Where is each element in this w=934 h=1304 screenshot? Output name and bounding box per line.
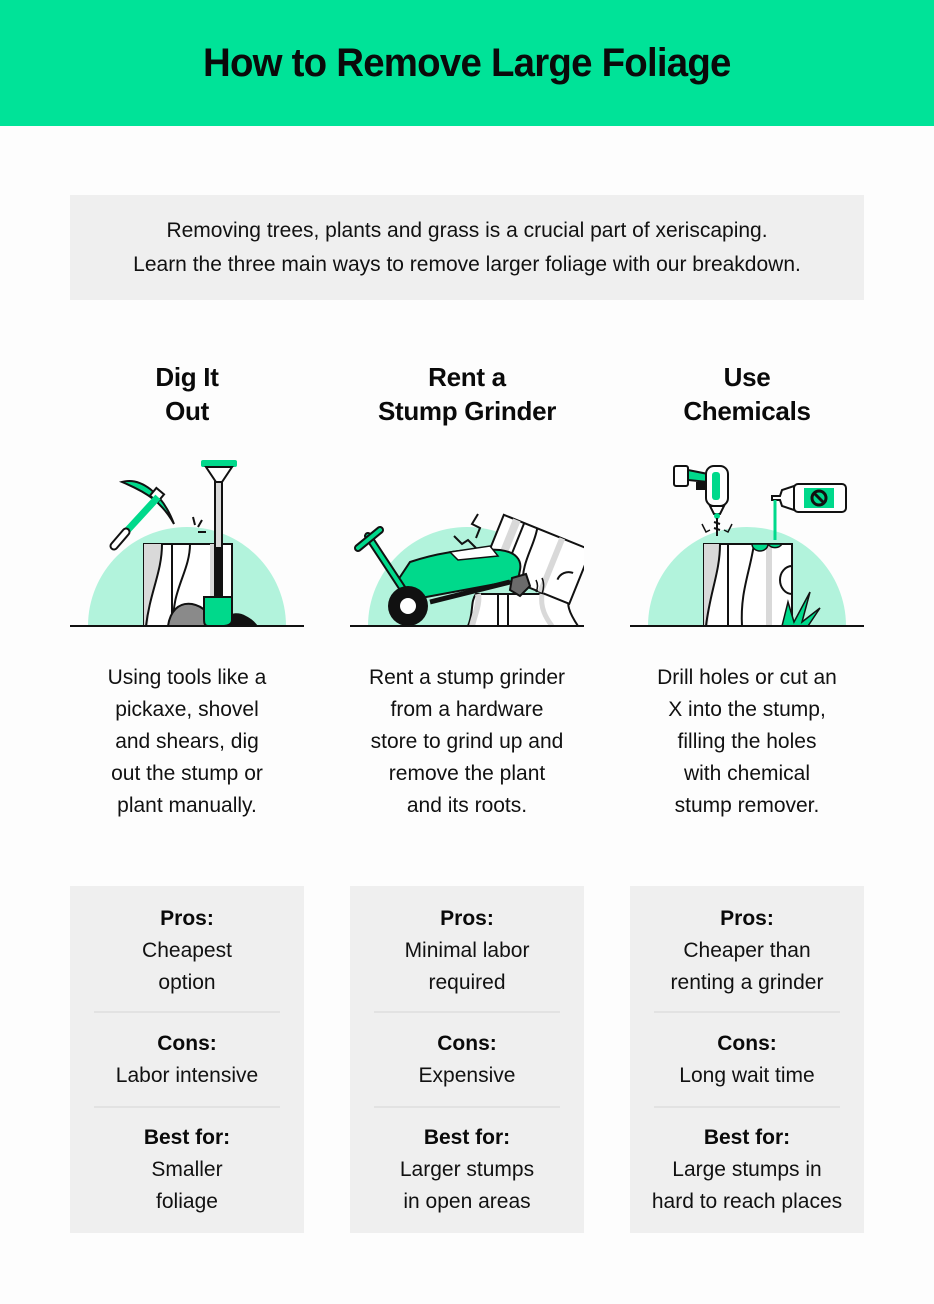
method-column-dig-it-out: Dig It Out — [70, 360, 304, 817]
page-header: How to Remove Large Foliage — [0, 0, 934, 126]
best-for-label: Best for: — [423, 1126, 511, 1149]
method-column-chemicals: Use Chemicals — [630, 360, 864, 817]
pros-label: Pros: — [440, 907, 494, 930]
pros-section: Pros: Minimal labor required — [350, 903, 584, 999]
pros-cons-card-chemicals: Pros: Cheaper than renting a grinder Con… — [630, 886, 864, 1233]
pros-value: Cheapest option — [142, 939, 232, 994]
best-for-section: Best for: Larger stumps in open areas — [350, 1122, 584, 1218]
method-title: Dig It Out — [155, 362, 219, 426]
cons-section: Cons: Expensive — [350, 1028, 584, 1092]
pickaxe-shovel-stump-icon — [70, 452, 304, 628]
best-for-label: Best for: — [143, 1126, 231, 1149]
divider — [374, 1106, 560, 1108]
cons-label: Cons: — [717, 1032, 777, 1055]
pros-label: Pros: — [720, 907, 774, 930]
method-description: Using tools like a pickaxe, shovel and s… — [107, 666, 267, 817]
method-description: Drill holes or cut an X into the stump, … — [657, 666, 837, 817]
cons-label: Cons: — [437, 1032, 497, 1055]
method-column-stump-grinder: Rent a Stump Grinder — [350, 360, 584, 817]
divider — [374, 1011, 560, 1013]
pros-cons-card-dig-it-out: Pros: Cheapest option Cons: Labor intens… — [70, 886, 304, 1233]
divider — [654, 1106, 840, 1108]
divider — [94, 1011, 280, 1013]
cons-section: Cons: Long wait time — [630, 1028, 864, 1092]
intro-line-2: Learn the three main ways to remove larg… — [133, 252, 801, 276]
divider — [94, 1106, 280, 1108]
cons-value: Expensive — [418, 1064, 516, 1087]
intro-line-1: Removing trees, plants and grass is a cr… — [166, 218, 768, 242]
cons-value: Labor intensive — [115, 1064, 259, 1087]
method-description: Rent a stump grinder from a hardware sto… — [368, 666, 566, 817]
best-for-value: Large stumps in hard to reach places — [651, 1158, 843, 1213]
pros-section: Pros: Cheaper than renting a grinder — [630, 903, 864, 999]
best-for-label: Best for: — [703, 1126, 791, 1149]
method-title: Rent a Stump Grinder — [377, 362, 557, 426]
best-for-value: Smaller foliage — [151, 1158, 223, 1213]
pros-label: Pros: — [160, 907, 214, 930]
cons-value: Long wait time — [679, 1064, 815, 1087]
pros-cons-card-stump-grinder: Pros: Minimal labor required Cons: Expen… — [350, 886, 584, 1233]
page-title: How to Remove Large Foliage — [203, 40, 731, 85]
pros-value: Cheaper than renting a grinder — [670, 939, 824, 994]
method-title: Use Chemicals — [683, 362, 811, 426]
best-for-section: Best for: Large stumps in hard to reach … — [630, 1122, 864, 1218]
best-for-section: Best for: Smaller foliage — [70, 1122, 304, 1218]
divider — [654, 1011, 840, 1013]
cons-label: Cons: — [157, 1032, 217, 1055]
cons-section: Cons: Labor intensive — [70, 1028, 304, 1092]
pros-value: Minimal labor required — [404, 939, 530, 994]
pros-section: Pros: Cheapest option — [70, 903, 304, 999]
intro-box: Removing trees, plants and grass is a cr… — [70, 195, 864, 300]
drill-chemical-bottle-stump-icon — [630, 452, 864, 628]
best-for-value: Larger stumps in open areas — [399, 1158, 535, 1213]
stump-grinder-icon — [350, 452, 584, 628]
